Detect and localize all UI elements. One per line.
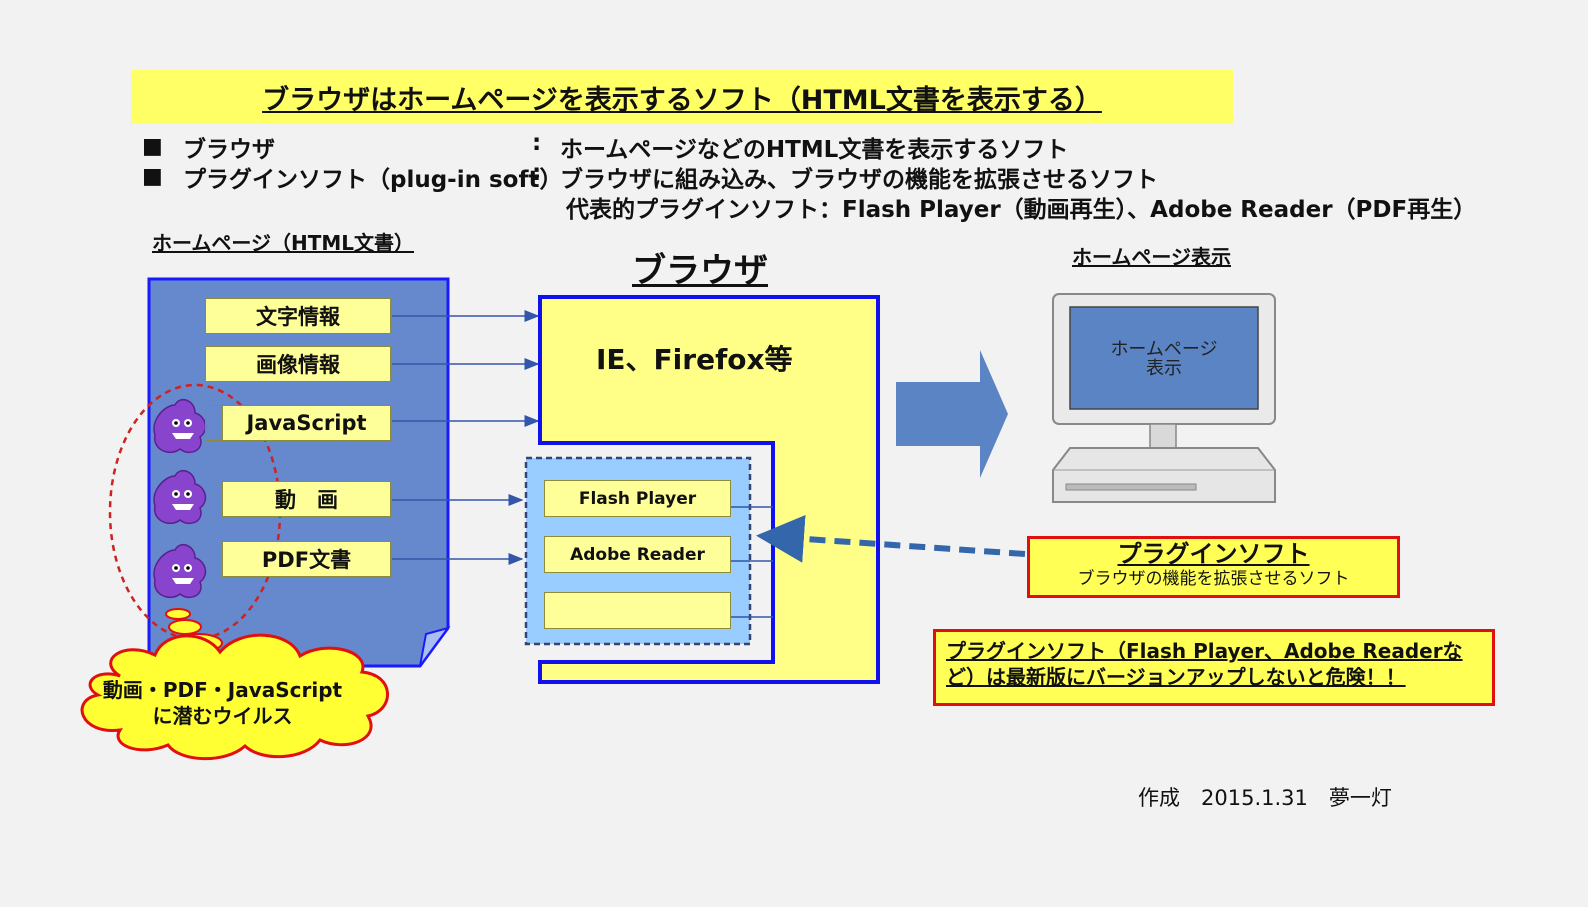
virus-icon xyxy=(153,398,207,454)
virus-icon xyxy=(153,469,207,525)
virus-cloud-line-2: に潜むウイルス xyxy=(152,704,293,728)
definition-desc-plugin: ブラウザに組み込み、ブラウザの機能を拡張させるソフト xyxy=(560,167,1158,193)
plugin-callout-title: プラグインソフト xyxy=(1117,540,1310,568)
virus-cloud-text: 動画・PDF・JavaScript に潜むウイルス xyxy=(95,677,350,729)
warning-callout: プラグインソフト（Flash Player、Adobe Readerな ど）は最… xyxy=(933,629,1495,706)
document-fold-icon xyxy=(419,626,451,667)
plugin-empty-slot xyxy=(544,592,731,629)
browser-heading: ブラウザ xyxy=(632,251,768,291)
html-document-shape xyxy=(147,277,450,668)
credit-text: 作成 2015.1.31 夢一灯 xyxy=(1138,786,1392,810)
bullet-2: ■ xyxy=(142,164,163,189)
doc-item-javascript: JavaScript xyxy=(222,405,391,441)
representative-plugins: 代表的プラグインソフト：Flash Player（動画再生）、Adobe Rea… xyxy=(566,197,1477,223)
page-title: ブラウザはホームページを表示するソフト（HTML文書を表示する） xyxy=(262,85,1102,116)
plugin-callout-arrow xyxy=(756,514,1026,563)
display-label: ホームページ表示 xyxy=(1072,245,1231,269)
definition-colon-2: : xyxy=(532,160,542,186)
screen-line-1: ホームページ xyxy=(1110,339,1218,360)
screen-text: ホームページ 表示 xyxy=(1070,340,1258,378)
screen-line-2: 表示 xyxy=(1146,358,1182,379)
doc-item-pdf: PDF文書 xyxy=(222,541,391,577)
title-banner: ブラウザはホームページを表示するソフト（HTML文書を表示する） xyxy=(131,70,1233,124)
plugin-adobe-reader: Adobe Reader xyxy=(544,536,731,573)
disk-drive-slot xyxy=(1065,483,1197,491)
warning-line-2: ど）は最新版にバージョンアップしないと危険！！ xyxy=(946,665,1406,689)
computer-base xyxy=(1052,447,1276,503)
browser-examples: IE、Firefox等 xyxy=(596,343,793,376)
definition-desc-browser: ホームページなどのHTML文書を表示するソフト xyxy=(560,137,1069,163)
definition-term-plugin: プラグインソフト（plug-in soft） xyxy=(183,167,563,193)
virus-icon xyxy=(153,543,207,599)
doc-item-image-info: 画像情報 xyxy=(205,346,391,382)
definition-term-browser: ブラウザ xyxy=(183,137,275,163)
doc-item-video: 動 画 xyxy=(222,481,391,517)
virus-cloud-shape xyxy=(80,633,389,761)
definition-colon-1: : xyxy=(532,130,542,156)
plugin-flash-player: Flash Player xyxy=(544,480,731,517)
big-arrow-to-display xyxy=(896,350,1008,478)
doc-item-text-info: 文字情報 xyxy=(205,298,391,334)
warning-line-1: プラグインソフト（Flash Player、Adobe Readerな xyxy=(946,639,1463,663)
browser-frame-shape xyxy=(538,295,880,684)
thought-bubble-mid xyxy=(168,619,202,635)
homepage-doc-label: ホームページ（HTML文書） xyxy=(152,231,415,255)
plugin-callout-subtitle: ブラウザの機能を拡張させるソフト xyxy=(1077,569,1350,589)
monitor-neck xyxy=(1149,423,1177,449)
bullet-1: ■ xyxy=(142,134,163,159)
thought-bubble-small xyxy=(165,608,191,620)
virus-cloud-line-1: 動画・PDF・JavaScript xyxy=(102,678,343,702)
monitor-screen xyxy=(1069,306,1259,410)
plugin-callout: プラグインソフト ブラウザの機能を拡張させるソフト xyxy=(1027,536,1400,598)
